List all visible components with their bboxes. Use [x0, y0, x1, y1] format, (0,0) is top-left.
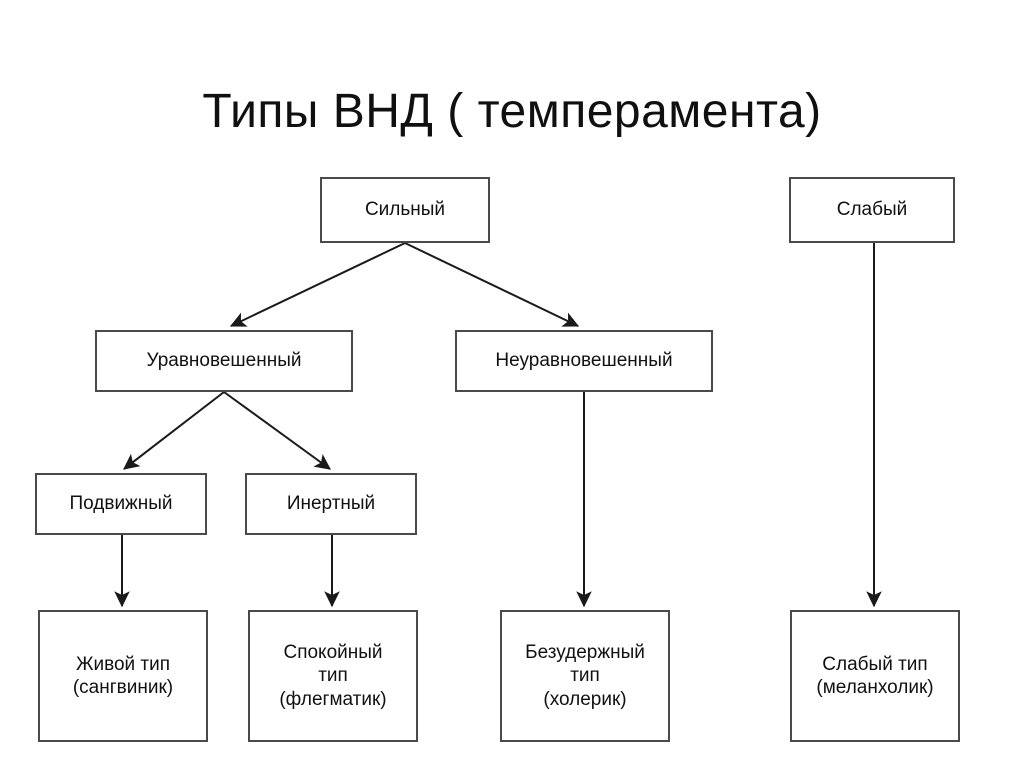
node-podvizhny[interactable]: Подвижный [35, 473, 207, 535]
node-silny[interactable]: Сильный [320, 177, 490, 243]
node-spokoyny-tip[interactable]: Спокойный тип (флегматик) [248, 610, 418, 742]
node-zhivoy-tip[interactable]: Живой тип (сангвиник) [38, 610, 208, 742]
node-slaby-tip[interactable]: Слабый тип (меланхолик) [790, 610, 960, 742]
node-inertny[interactable]: Инертный [245, 473, 417, 535]
node-inertny-label: Инертный [286, 493, 376, 515]
node-uravnoveshenny[interactable]: Уравновешенный [95, 330, 353, 392]
edge-silny-neuravnoveshenny [404, 242, 580, 327]
node-spokoyny-tip-label: Спокойный тип (флегматик) [279, 642, 387, 710]
node-neuravnoveshenny[interactable]: Неуравновешенный [455, 330, 713, 392]
edge-uravnoveshenny-inertny [223, 391, 331, 470]
edge-uravnoveshenny-podvizhny [123, 391, 225, 470]
page-title: Типы ВНД ( темперамента) [202, 85, 822, 139]
node-zhivoy-tip-label: Живой тип (сангвиник) [72, 653, 174, 698]
node-slaby-tip-label: Слабый тип (меланхолик) [816, 653, 934, 698]
node-neuravnoveshenny-label: Неуравновешенный [495, 350, 673, 372]
node-slaby-label: Слабый [836, 199, 908, 221]
edge-silny-uravnoveshenny [229, 242, 406, 327]
node-bezuderzhny-tip-label: Безудержный тип (холерик) [525, 642, 645, 710]
node-slaby[interactable]: Слабый [789, 177, 955, 243]
node-silny-label: Сильный [364, 199, 446, 221]
node-uravnoveshenny-label: Уравновешенный [146, 350, 302, 372]
node-bezuderzhny-tip[interactable]: Безудержный тип (холерик) [500, 610, 670, 742]
node-podvizhny-label: Подвижный [69, 493, 173, 515]
